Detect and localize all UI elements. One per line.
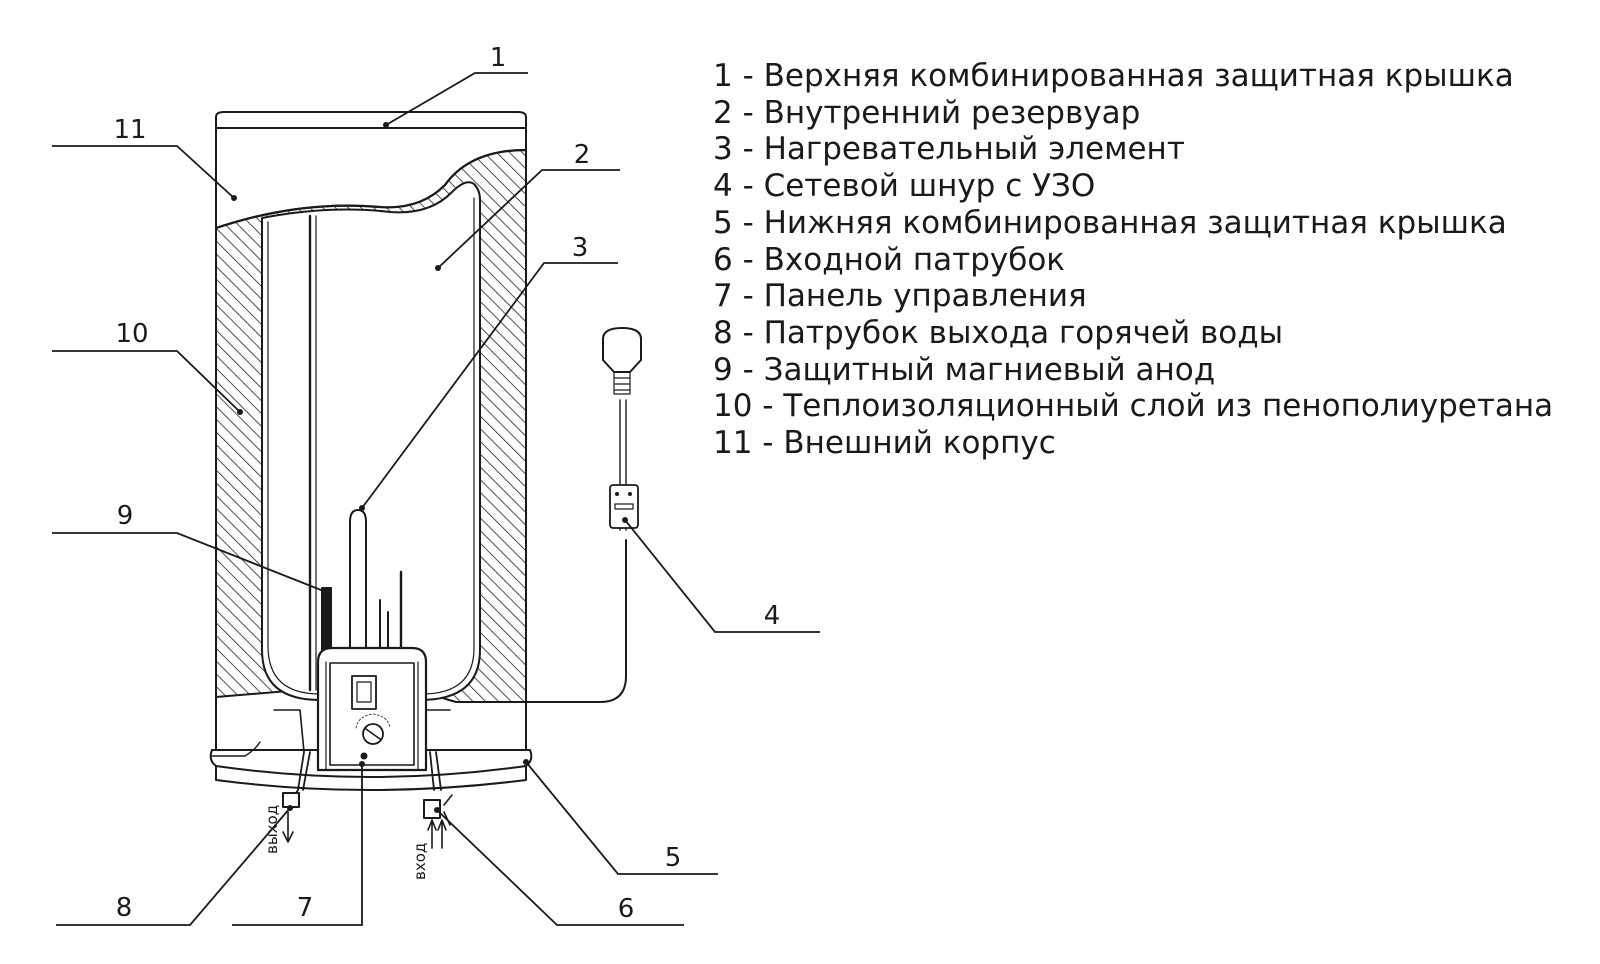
callout-6: 6 [618,894,635,924]
callout-10: 10 [115,319,148,349]
callout-11: 11 [113,115,146,145]
callout-3: 3 [572,233,589,263]
legend-item: 6 - Входной патрубок [713,241,1066,278]
callout-4: 4 [764,601,781,631]
plug [602,327,642,373]
legend: 1 - Верхняя комбинированная защитная кры… [713,58,1553,462]
legend-item: 9 - Защитный магниевый анод [713,351,1216,388]
callout-9: 9 [117,501,134,531]
outlet-flow-label: выход [263,805,281,854]
leader-5 [525,761,718,875]
callout-5: 5 [665,843,682,873]
inlet-pipe [429,751,442,791]
leader-11 [52,145,235,199]
leader-3 [361,262,618,509]
leader-2 [437,169,620,269]
top-cover [215,111,527,129]
legend-item: 11 - Внешний корпус [713,425,1056,462]
legend-item: 7 - Панель управления [713,278,1087,315]
leader-9 [52,532,327,593]
legend-item: 8 - Патрубок выхода горячей воды [713,314,1284,351]
leader-1 [385,72,528,126]
legend-item: 5 - Нижняя комбинированная защитная крыш… [713,204,1507,241]
legend-item: 4 - Сетевой шнур с УЗО [713,168,1096,205]
legend-item: 3 - Нагревательный элемент [713,131,1185,168]
leader-10 [52,350,241,413]
leader-4 [624,519,820,633]
legend-item: 1 - Верхняя комбинированная защитная кры… [713,58,1514,94]
leader-8 [56,807,291,926]
leader-7 [232,764,363,926]
legend-item: 10 - Теплоизоляционный слой из пенополиу… [713,388,1554,425]
callout-8: 8 [116,893,133,923]
heating-element [349,509,367,691]
callout-2: 2 [574,140,591,170]
legend-item: 2 - Внутренний резервуар [713,94,1141,131]
power-cord [525,539,627,703]
inlet-flow-label: вход [411,843,429,880]
magnesium-anode [321,587,332,651]
callout-7: 7 [297,893,314,923]
callout-1: 1 [490,43,507,73]
leader-6 [436,809,684,926]
